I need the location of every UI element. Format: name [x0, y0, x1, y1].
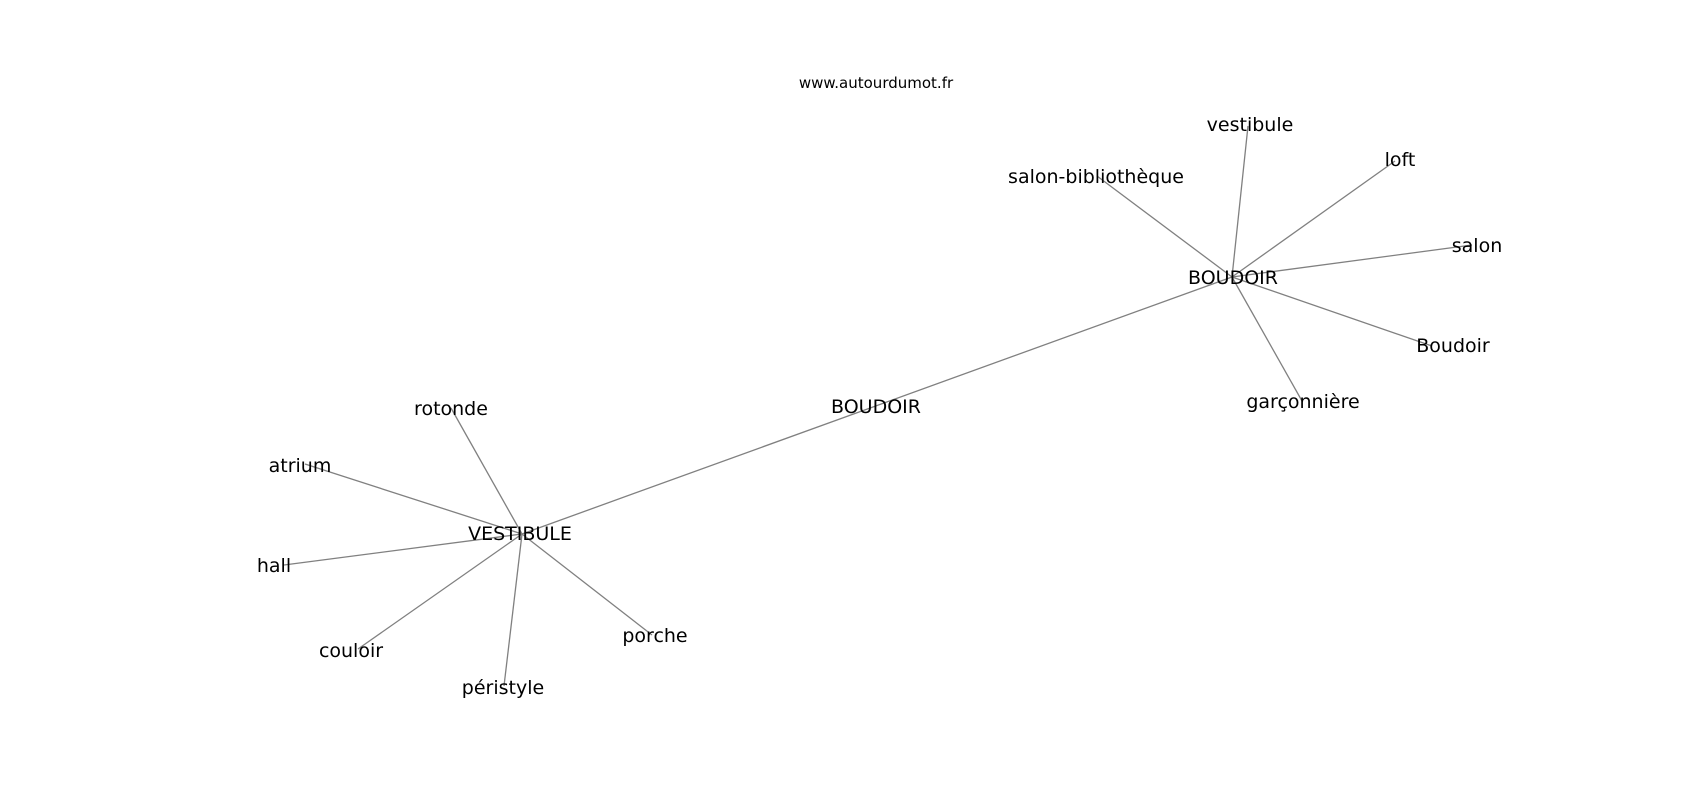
- node-Boudoir-capitalized: Boudoir: [1416, 335, 1490, 357]
- node-porche: porche: [622, 625, 687, 647]
- labels-layer: www.autourdumot.fr BOUDOIR BOUDOIR vesti…: [257, 74, 1502, 699]
- center-node-label: BOUDOIR: [831, 396, 921, 418]
- hub-node-vestibule: VESTIBULE: [468, 523, 572, 545]
- edge-hub-boudoir-to-hub-vestibule: [521, 276, 1233, 535]
- edge-vestibule-atrium: [304, 463, 523, 535]
- edge-boudoir-Boudoir: [1231, 276, 1433, 347]
- edge-boudoir-vestibule: [1231, 125, 1249, 278]
- node-atrium: atrium: [269, 455, 332, 477]
- edge-vestibule-hall: [283, 533, 523, 566]
- watermark-text: www.autourdumot.fr: [799, 74, 954, 92]
- node-hall: hall: [257, 555, 291, 577]
- edge-vestibule-rotonde: [450, 407, 523, 535]
- edge-boudoir-salon: [1231, 244, 1473, 278]
- node-vestibule-lower: vestibule: [1207, 114, 1294, 136]
- node-salon: salon: [1452, 235, 1503, 257]
- edge-vestibule-couloir: [357, 533, 523, 650]
- edge-vestibule-porche: [521, 533, 653, 636]
- edge-boudoir-garconniere: [1231, 276, 1303, 402]
- node-peristyle: péristyle: [462, 677, 544, 699]
- node-rotonde: rotonde: [414, 398, 488, 420]
- edge-vestibule-peristyle: [503, 533, 523, 687]
- edges-layer: [283, 125, 1473, 687]
- edge-boudoir-salon-bibliotheque: [1096, 175, 1233, 278]
- hub-node-boudoir: BOUDOIR: [1188, 267, 1278, 289]
- node-salon-bibliotheque: salon-bibliothèque: [1008, 166, 1184, 188]
- node-garconniere: garçonnière: [1246, 391, 1359, 413]
- edge-boudoir-loft: [1231, 160, 1396, 278]
- node-loft: loft: [1385, 149, 1416, 171]
- node-couloir: couloir: [319, 640, 383, 662]
